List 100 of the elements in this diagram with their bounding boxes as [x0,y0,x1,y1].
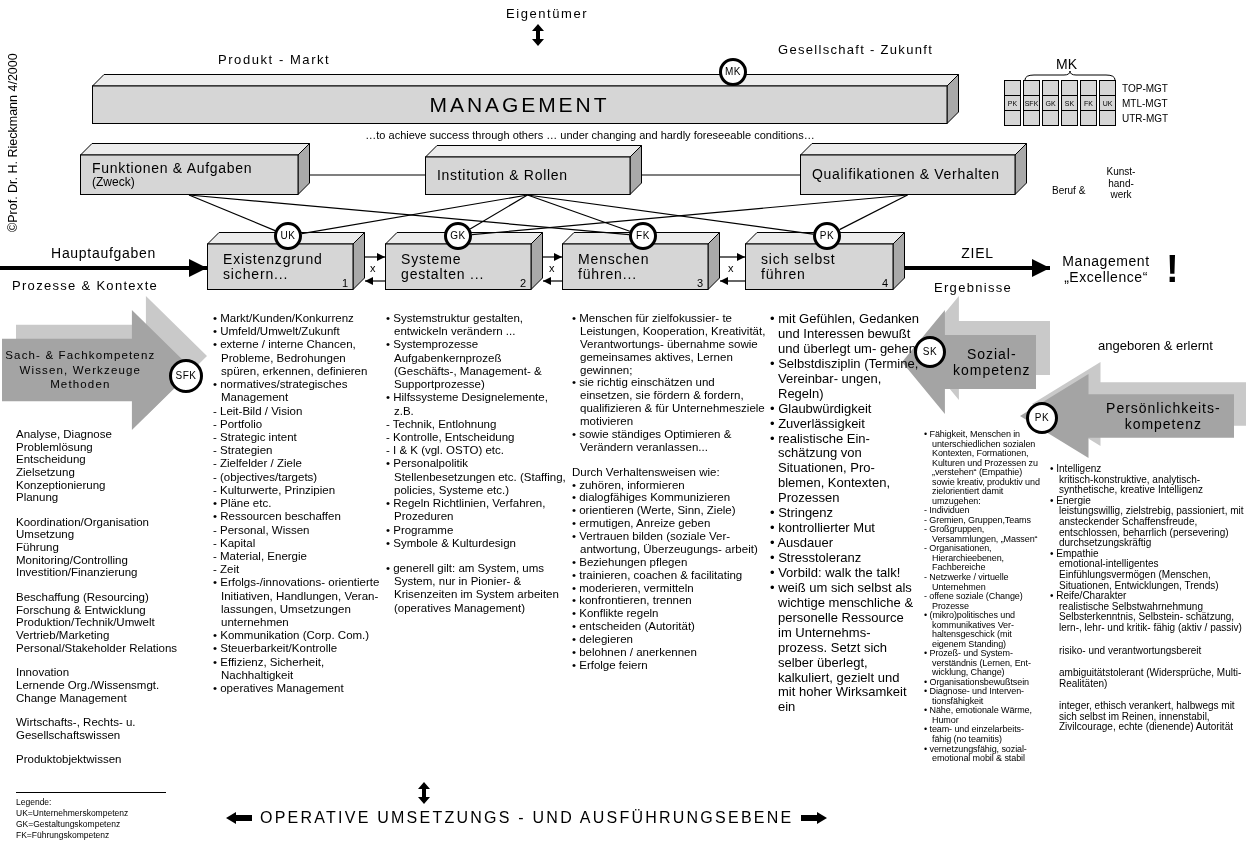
list-item: • Zuverlässigkeit [770,416,865,432]
list-item: • (mikro)politisches und kommunikatives Ver- haltensgeschick (mit eigenem Standing) [924,611,1017,650]
list-item: • realistische Ein- schätzung von Situationen, Pro- blemen, Kontexten, Prozessen [770,431,892,507]
task-text: Produktobjektwissen [16,753,123,767]
list-item: • Markt/Kunden/Konkurrenz [213,312,355,326]
list-item: • Selbstdisziplin (Termine, Vereinbar- ungen, Regeln) [770,356,920,402]
connector-line [469,194,529,230]
list-item: - I & K (vgl. OSTO) etc. [386,444,505,458]
annotation-text: Ergebnisse [934,279,1013,297]
box-title: Menschen führen... [578,251,651,283]
list-item: • Prozeß- und System- verständnis (Lernen, Ent- wicklung, Change) [924,649,1032,678]
list-item: • Symbole & Kulturdesign [386,536,517,550]
title-text: MANAGEMENT [429,92,610,119]
list-item: • konfrontieren, trennen [572,594,693,608]
connector-line [309,174,426,176]
annotation-text: …to achieve success through others … under changing and hardly foreseeable conditions… [364,128,816,143]
list-item: - Strategic intent [213,430,298,445]
exclamation-mark: ! [1166,250,1179,288]
list-item: - Zeit [213,563,241,577]
step-number: 4 [881,276,888,289]
description-text: realistische Selbstwahrnehmung Selbsterkenntnis, Selbstein- schätzung, lern-, lehr- und kritik- fähig (aktiv / passiv) [1058,601,1243,634]
list-item: - Netzwerke / virtuelle Unternehmen [924,572,1010,592]
connector-line [838,194,909,231]
list-item: • ermutigen, Anreize geben [572,517,712,530]
group-label: MK [1056,55,1077,74]
list-item: • mit Gefühlen, Gedanken und Interessen bewußt und überlegt um- gehen [770,312,920,357]
list-item: • Konflikte regeln [572,607,660,621]
list-item: • delegieren [572,633,634,646]
list-item: • orientieren (Werte, Sinn, Ziele) [572,504,737,518]
task-text: Change Management [16,691,128,705]
connector-line [471,194,909,236]
list-item: • Vertrauen bilden (soziale Ver- antwortung, Überzeugungs- arbeit) [572,530,759,556]
box-title: Systeme gestalten ... [401,251,486,283]
annotation-text: Beruf & [1052,184,1086,198]
task-text: Konzeptionierung [16,478,107,492]
connector-line [526,194,814,235]
list-item: • Glaubwürdigkeit [770,401,873,417]
circle-label: PK [1034,413,1050,423]
connector-line [301,194,529,235]
annotation-text: angeboren & erlernt [1098,337,1213,355]
list-item: - Kulturwerte, Prinzipien [213,483,337,498]
legend-text: GK=Gestaltungskompetenz [16,819,122,831]
description-text: risiko- und verantwortungsbereit [1058,645,1203,657]
list-item: • dialogfähiges Kommunizieren [572,491,732,505]
list-item: • Fähigkeit, Menschen in unterschiedlichen sozialen Kontexten, Formationen, Kulturen und Prozessen zu „verstehen“ (Empathie) sowie kreativ, produktiv und zielorientiert damit umzugehen: [924,430,1041,507]
connector-line [641,174,801,176]
list-item: • Umfeld/Umwelt/Zukunft [213,325,341,339]
list-item: • Empathie [1050,548,1099,560]
task-text: Monitoring/Controlling [16,553,129,567]
box-title: Qualifikationen & Verhalten [812,167,1000,183]
box-title: Existenzgrund sichern... [223,251,324,283]
list-item: • Reife/Charakter [1050,591,1127,602]
circle-label: FK [636,231,650,241]
multiply-sign: x [549,263,555,274]
description-text: integer, ethisch verankert, halbwegs mit sich selbst im Reinen, innenstabil, Zivilcourage, echte (dienende) Autorität [1058,701,1236,734]
level-label: UTR-MGT [1122,114,1169,124]
circle-label: UK [280,231,296,241]
task-text: Problemlösung [16,440,94,454]
box-title: Institution & Rollen [437,168,568,184]
list-item: • Personalpolitik Stellenbesetzungen etc. (Staffing, policies, Systeme etc.) [386,457,566,498]
arrow [719,277,746,285]
description-text: ambiguitätstolerant (Widersprüche, Multi-Realitäten) [1058,668,1243,690]
annotation-text: Prozesse & Kontexte [12,277,159,295]
list-item: - Gremien, Gruppen,Teams [924,515,1032,526]
task-text: Personal/Stakeholder Relations [16,641,179,655]
list-item: • Menschen für zielfokussier- te Leistungen, Kooperation, Kreativität, Verantwortungs- übernahme sowie gemeinsames aktives, Lernen gewinnen; [572,312,766,377]
legend-text: FK=Führungskompetenz [16,830,111,842]
list-item: - Organisationen, Hierarchieebenen, Fachbereiche [924,544,1006,573]
list-item: • vernetzungsfähig, sozial- emotional mobil & stabil [924,744,1028,764]
list-item: • Erfolge feiern [572,658,649,672]
step-number: 2 [519,276,526,289]
list-item: • Ausdauer [770,536,835,551]
arrow [542,277,563,285]
circle-label: MK [725,67,741,77]
description-text: kritisch-konstruktive, analytisch-synthetische, kreative Intelligenz [1058,474,1204,496]
annotation-text: Produkt - Markt [218,51,331,69]
list-item: • generell gilt: am System, ums System, nur in Pionier- & Krisenzeiten im System arbeiten (operatives Management) [386,561,560,615]
list-item: - Individuen [924,506,970,516]
task-text: Analyse, Diagnose [16,428,113,441]
list-item: • kontrollierter Mut [770,521,876,537]
list-item: • normatives/strategisches Management [213,378,349,405]
arrow [364,253,386,261]
annotation-text: Kunst- hand- werk [1105,166,1137,201]
list-item: • Diagnose- und Interven- tionsfähigkeit [924,687,1024,707]
list-item: • Ressourcen beschaffen [213,510,342,524]
annotation-text: Eigentümer [506,5,589,23]
task-text: Wirtschafts-, Rechts- u. Gesellschaftswissen [16,716,137,742]
box-subtitle: (Zweck) [92,176,135,190]
circle-label: PK [819,231,835,241]
list-item: • entscheiden (Autorität) [572,620,696,633]
list-item: • sowie ständiges Optimieren & Verändern veranlassen... [572,427,733,454]
list-item: • weiß um sich selbst als wichtige menschliche & personelle Ressource im Unternehms- prozess. Setzt sich selber überlegt, kalkuliert, gezielt und mit hoher Wirksamkeit ein [770,580,915,716]
list-item: • Pläne etc. [213,497,273,511]
arrow [719,253,746,261]
list-item: • Vorbild: walk the talk! [770,565,902,581]
circle-label: GK [450,231,466,241]
task-text: Führung [16,541,60,554]
list-item: - Leit-Bild / Vision [213,404,304,418]
list-item: • operatives Management [213,682,345,696]
list-item: • externe / interne Chancen, Probleme, Bedrohungen spüren, erkennen, definieren [213,338,369,379]
